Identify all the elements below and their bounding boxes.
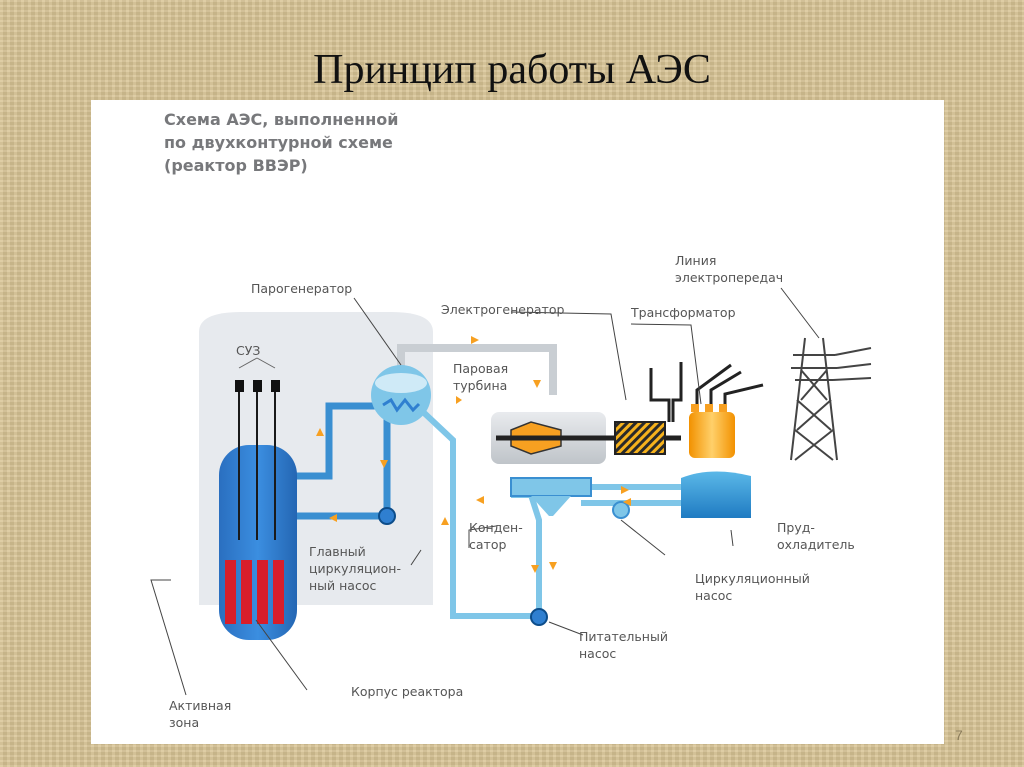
- label-power-line: Линия электропередач: [675, 252, 783, 286]
- cooling-pond: [681, 471, 751, 518]
- label-main-pump-1: Главный: [309, 544, 366, 559]
- label-condenser-2: сатор: [469, 537, 507, 552]
- label-circulation-pump-1: Циркуляционный: [695, 571, 810, 586]
- label-main-pump-2: циркуляцион-: [309, 561, 401, 576]
- fuel-rods: [225, 560, 284, 624]
- diagram-panel: Схема АЭС, выполненной по двухконтурной …: [91, 100, 944, 744]
- slide-number: 7: [955, 727, 963, 743]
- label-electro-generator: Электрогенератор: [441, 302, 565, 317]
- scheme-title: Схема АЭС, выполненной по двухконтурной …: [164, 108, 464, 177]
- label-main-pump: Главный циркуляцион- ный насос: [309, 543, 401, 594]
- label-active-zone-1: Активная: [169, 698, 232, 713]
- slide-title: Принцип работы АЭС: [313, 47, 711, 93]
- feed-pump: [530, 608, 548, 626]
- label-main-pump-3: ный насос: [309, 578, 377, 593]
- label-steam-turbine: Паровая турбина: [453, 360, 508, 394]
- main-circulation-pump: [378, 507, 396, 525]
- label-feed-pump: Питательный насос: [579, 628, 668, 662]
- label-steam-turbine-2: турбина: [453, 378, 508, 393]
- transmission-tower: [790, 337, 872, 461]
- label-active-zone-2: зона: [169, 715, 200, 730]
- scheme-title-line-2: по двухконтурной схеме: [164, 133, 393, 152]
- electro-generator: [614, 421, 666, 455]
- label-feed-pump-2: насос: [579, 646, 617, 661]
- label-steam-turbine-1: Паровая: [453, 361, 509, 376]
- label-steam-generator: Парогенератор: [251, 281, 353, 296]
- label-power-line-1: Линия: [675, 253, 717, 268]
- primary-loop-pipe: [295, 402, 381, 480]
- npp-diagram: [150, 287, 872, 696]
- transformer-connectors: [691, 404, 727, 412]
- label-circulation-pump: Циркуляционный насос: [695, 570, 810, 604]
- label-reactor-vessel: Корпус реактора: [351, 684, 464, 699]
- circulation-pump: [612, 501, 630, 519]
- scheme-title-line-3: (реактор ВВЭР): [164, 156, 308, 175]
- control-rods: [235, 357, 280, 540]
- label-power-line-2: электропередач: [675, 270, 784, 285]
- label-cooling-pond-2: охладитель: [777, 537, 855, 552]
- label-cooling-pond-1: Пруд-: [777, 520, 815, 535]
- label-circulation-pump-2: насос: [695, 588, 733, 603]
- steam-pipe: [397, 344, 557, 395]
- label-feed-pump-1: Питательный: [579, 629, 668, 644]
- transformer: [689, 412, 735, 458]
- label-cooling-pond: Пруд- охладитель: [777, 519, 855, 553]
- label-condenser-1: Конден-: [469, 520, 523, 535]
- label-transformer: Трансформатор: [631, 305, 736, 320]
- flow-arrows: [316, 336, 631, 573]
- scheme-title-line-1: Схема АЭС, выполненной: [164, 110, 399, 129]
- label-suz: СУЗ: [236, 343, 261, 358]
- condenser: [510, 477, 592, 497]
- label-condenser: Конден- сатор: [469, 519, 523, 553]
- label-active-zone: Активная зона: [169, 697, 231, 731]
- leader-lines: [150, 287, 820, 696]
